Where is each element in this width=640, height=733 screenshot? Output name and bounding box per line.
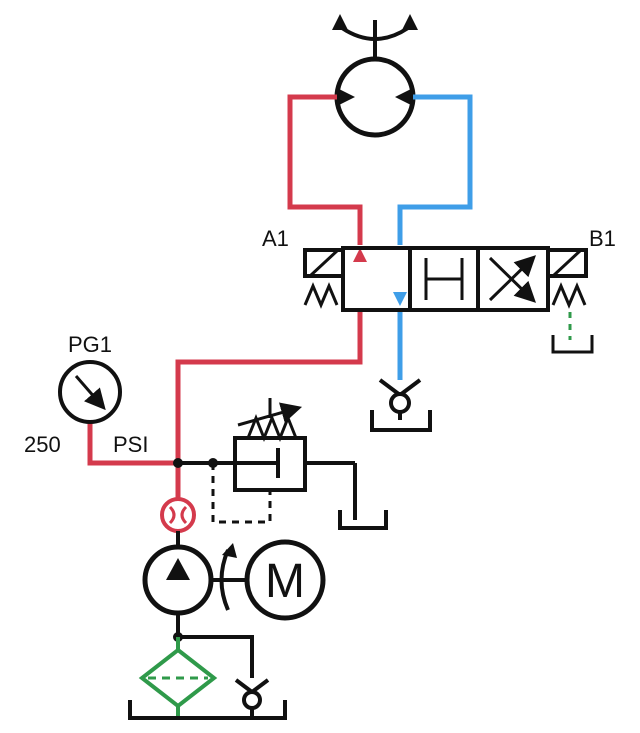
check-valve-icon <box>234 678 270 718</box>
return-line <box>397 94 473 380</box>
pressure-line <box>87 94 363 498</box>
directional-control-valve-icon <box>303 246 588 312</box>
tank-icon <box>128 700 287 720</box>
bidirectional-motor-icon <box>332 14 418 138</box>
return-flow-arrow <box>393 292 407 306</box>
pressure-flow-arrow <box>353 248 367 262</box>
filter-icon <box>138 637 218 718</box>
gauge-unit-label: PSI <box>113 432 148 457</box>
pump-icon <box>142 543 245 616</box>
pressure-gauge-icon <box>58 360 122 424</box>
gauge-name-label: PG1 <box>68 332 112 357</box>
check-valve-icon <box>378 378 422 420</box>
port-b-label: B1 <box>589 226 616 251</box>
motor-letter: M <box>265 555 305 608</box>
port-a-label: A1 <box>262 226 289 251</box>
relief-valve-icon <box>173 398 388 530</box>
gauge-value-label: 250 <box>24 432 61 457</box>
flow-meter-icon <box>160 497 196 533</box>
tank-icon <box>370 410 432 432</box>
electric-motor-icon: M <box>244 539 326 621</box>
tank-icon <box>551 335 594 354</box>
